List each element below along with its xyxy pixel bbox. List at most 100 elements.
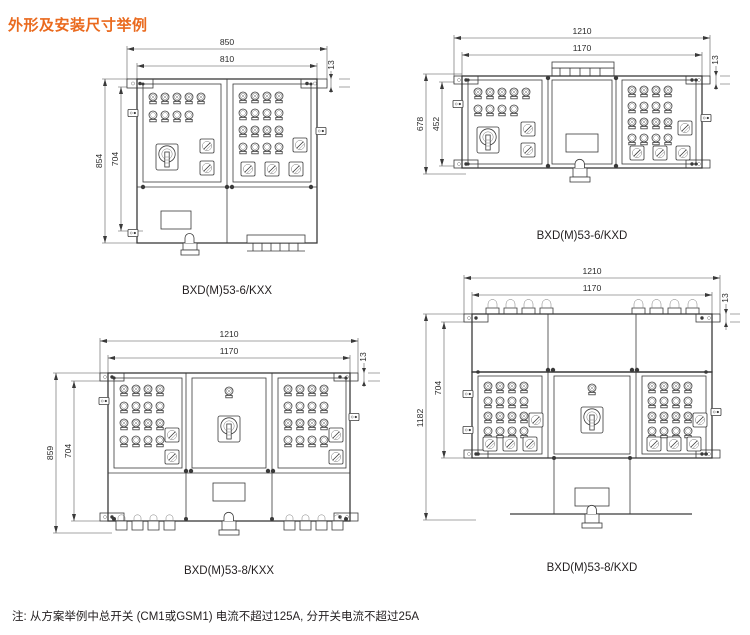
terminal-row-4 (119, 435, 165, 448)
rotary-switch-main (217, 415, 241, 443)
socket-outlet (520, 121, 536, 137)
socket-outlet (646, 436, 662, 452)
dim-1210: 1210 (582, 266, 601, 276)
dim-13: 13 (326, 60, 336, 70)
socket-outlet (528, 412, 544, 428)
base-frame (510, 458, 692, 515)
socket-outlet (686, 436, 702, 452)
socket-outlet (482, 436, 498, 452)
rotary-switch-main (476, 126, 500, 154)
dim-13: 13 (710, 55, 720, 65)
nameplate (160, 210, 192, 230)
dim-13: 13 (720, 293, 730, 303)
page-title: 外形及安装尺寸举例 (8, 17, 148, 34)
figure-caption: BXD(M)53-6/KXD (536, 230, 628, 242)
socket-outlet (666, 436, 682, 452)
mounting-bracket-right (300, 78, 328, 89)
cable-gland-bottom (569, 158, 591, 183)
mounting-bracket-left (99, 372, 125, 382)
socket-outlet (522, 436, 538, 452)
cable-gland-bottom (180, 233, 200, 256)
terminal-row-1 (238, 91, 284, 104)
dimension-bracket-thickness: 13 (326, 60, 350, 93)
terminal-row-3 (627, 117, 673, 130)
terminal-row-4 (483, 426, 529, 439)
terminal-row-3 (283, 418, 329, 431)
enclosure-upper (471, 313, 713, 373)
dim-810: 810 (220, 54, 235, 64)
gland-row-right (283, 514, 344, 531)
socket-outlet (288, 161, 304, 177)
socket-outlet (677, 120, 693, 136)
compartment-center (553, 375, 631, 455)
compartment-upper-right (232, 83, 312, 183)
figure-caption: BXD(M)53-8/KXX (183, 565, 275, 577)
socket-outlet (164, 449, 180, 465)
terminal-row-4 (627, 133, 673, 146)
corner-bolts (140, 82, 314, 190)
terminal-row-2 (148, 110, 194, 123)
socket-outlet (675, 145, 691, 161)
socket-outlet (264, 161, 280, 177)
cable-gland-base (581, 504, 603, 529)
corner-bolts (476, 367, 708, 460)
dimension-overall-height: 859 (45, 372, 112, 534)
dimension-bracket-thickness: 13 (710, 55, 730, 90)
mounting-bracket-right (695, 313, 721, 323)
dim-1170: 1170 (220, 346, 239, 356)
dimension-bracket-thickness: 13 (720, 293, 740, 330)
dimension-inner-width: 1170 (471, 283, 713, 322)
figure-caption: BXD(M)53-8/KXD (546, 562, 638, 574)
compartment-upper-left (142, 83, 222, 183)
terminal-row-2 (647, 396, 693, 409)
side-lug-left (127, 108, 139, 118)
side-lug-left (98, 396, 110, 406)
terminal-row-1 (119, 384, 165, 397)
mounting-bracket-left (463, 313, 489, 323)
socket-outlet (292, 137, 308, 153)
terminal-row-2 (483, 396, 529, 409)
dimension-overall-height: 678 (415, 73, 466, 175)
terminal-row-4 (283, 435, 329, 448)
dimension-inner-width: 1170 (107, 346, 351, 381)
socket-outlet (692, 412, 708, 428)
socket-outlet (164, 427, 180, 443)
socket-outlet (629, 145, 645, 161)
dim-1170: 1170 (583, 283, 602, 293)
rotary-switch-main (580, 406, 604, 434)
dimension-overall-height: 1182 (415, 313, 476, 521)
figure-bxd53-6-kxx: 850 810 13 854 704 (94, 35, 360, 297)
socket-outlet (652, 145, 668, 161)
terminal-row-3 (238, 125, 284, 138)
nameplate (212, 482, 246, 502)
gland-row-top-right (631, 299, 700, 315)
side-lug-right (348, 412, 360, 422)
socket-outlet (520, 142, 536, 158)
footnote: 注: 从方案举例中总开关 (CM1或GSM1) 电流不超过125A, 分开关电流… (12, 611, 420, 623)
terminal-row-3 (483, 411, 529, 424)
cable-gland-bottom-center (218, 511, 240, 536)
figure-bxd53-8-kxd: 1210 1170 13 1182 704 (415, 262, 745, 574)
gland-row-left (115, 514, 176, 531)
compartment-left (113, 377, 183, 469)
dimension-inner-height: 452 (431, 81, 466, 167)
figure-bxd53-8-kxx: 1210 1170 13 859 704 (45, 325, 388, 577)
figure-caption: BXD(M)53-6/KXX (181, 285, 273, 297)
indicator-lamp (224, 386, 234, 399)
mounting-bracket-left (126, 78, 154, 89)
dim-452: 452 (431, 117, 441, 132)
terminal-row-1 (473, 87, 531, 100)
socket-outlet (240, 161, 256, 177)
compartment-left (467, 79, 543, 165)
socket-outlet (328, 427, 344, 443)
top-terminal-strip (551, 61, 615, 77)
terminal-row-1 (627, 85, 673, 98)
side-lug-bottom-left (127, 228, 139, 238)
dim-678: 678 (415, 117, 425, 132)
dim-850: 850 (220, 37, 235, 47)
terminal-row-2 (627, 101, 673, 114)
dim-704: 704 (433, 381, 443, 396)
terminal-row-2 (238, 108, 284, 121)
dim-1182: 1182 (415, 409, 425, 428)
socket-outlet (502, 436, 518, 452)
